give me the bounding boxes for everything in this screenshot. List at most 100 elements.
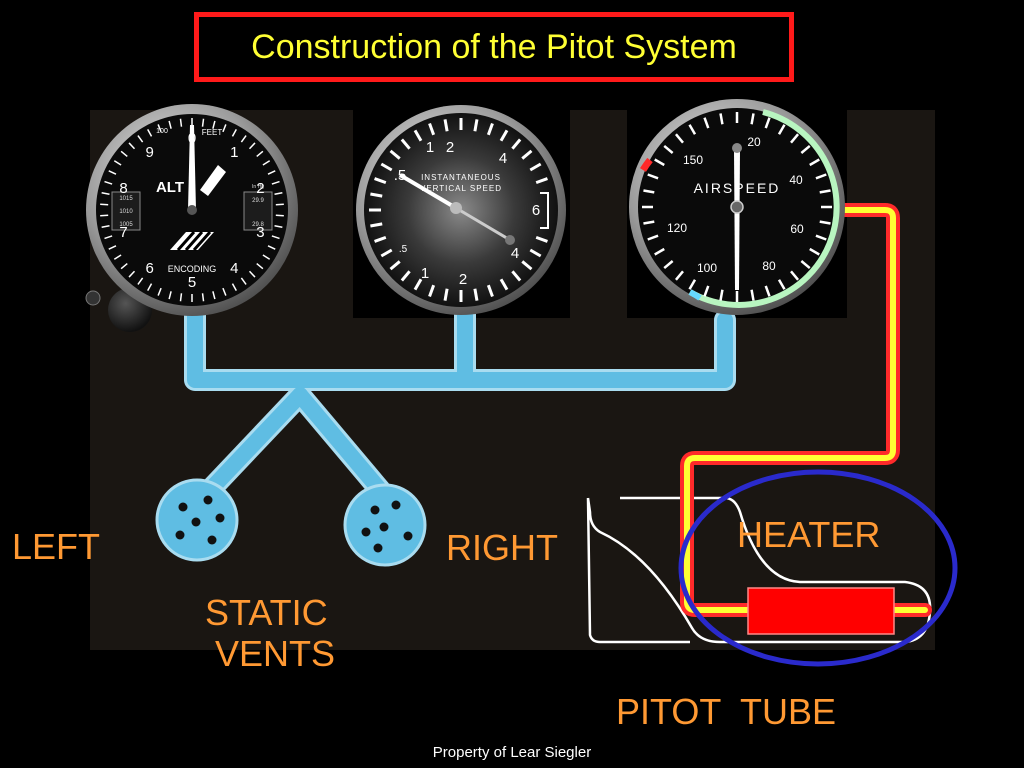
dial-tick xyxy=(201,293,205,302)
kollsman-value: 1010 xyxy=(119,209,133,215)
dial-tick xyxy=(374,235,387,243)
airspeed-number: 60 xyxy=(790,222,804,236)
dial-tick xyxy=(104,180,113,185)
dial-tick xyxy=(147,283,153,291)
vsi-number: 2 xyxy=(459,271,467,288)
dial-tick xyxy=(400,138,411,150)
altimeter-hatch-flag xyxy=(170,231,214,251)
dial-tick xyxy=(262,160,271,166)
dial-tick xyxy=(674,133,684,144)
dial-tick xyxy=(413,129,423,142)
dial-tick xyxy=(100,214,109,217)
pitot-line xyxy=(680,203,932,617)
dial-tick xyxy=(101,192,110,195)
dial-tick xyxy=(168,120,172,129)
footer-credit: Property of Lear Siegler xyxy=(432,744,592,761)
airspeed-number: 40 xyxy=(789,173,803,187)
page-title: Construction of the Pitot System xyxy=(251,27,737,66)
dial-tick xyxy=(809,247,820,256)
pitot-tube-outline xyxy=(586,496,932,644)
dial-tick xyxy=(486,123,494,136)
altimeter-encoding-label: ENCODING xyxy=(168,264,217,274)
airspeed-number: 80 xyxy=(762,259,776,273)
dial-tick xyxy=(248,142,256,150)
dial-tick xyxy=(120,262,128,270)
dial-tick xyxy=(750,289,755,301)
dial-tick xyxy=(240,277,247,285)
label-left: LEFT xyxy=(12,526,101,567)
dial-tick xyxy=(703,285,710,297)
dial-tick xyxy=(719,289,724,301)
dial-tick xyxy=(764,117,771,129)
dial-tick xyxy=(674,270,684,281)
dial-tick xyxy=(137,277,144,285)
dial-tick xyxy=(274,225,283,228)
dial-tick xyxy=(529,162,542,172)
inhg-value: 29.8 xyxy=(252,222,264,228)
vertical-speed-indicator: INSTANTANEOUS VERTICAL SPEED .5 1 2 4 6 … xyxy=(356,105,566,315)
dial-tick xyxy=(147,129,153,137)
dial-tick xyxy=(643,189,655,194)
dial-tick xyxy=(654,247,665,256)
dial-tick xyxy=(267,170,276,175)
dial-tick xyxy=(473,288,479,301)
dial-tick xyxy=(654,158,665,167)
dial-tick xyxy=(809,158,820,167)
dial-tick xyxy=(113,254,122,260)
dial-tick xyxy=(157,124,162,133)
inhg-label: In Hg xyxy=(252,184,264,190)
dial-tick xyxy=(248,270,256,278)
dial-tick xyxy=(521,260,533,271)
dial-tick xyxy=(499,129,509,142)
dial-tick xyxy=(222,287,227,296)
dial-tick xyxy=(128,142,136,150)
dial-tick xyxy=(374,177,387,185)
dial-tick xyxy=(819,189,831,194)
vsi-number: .5 xyxy=(399,244,408,255)
dial-tick xyxy=(521,149,533,160)
dial-tick xyxy=(231,283,237,291)
altimeter-face-label: ALT xyxy=(156,179,184,196)
dial-tick xyxy=(370,222,383,228)
dial-tick xyxy=(443,119,449,132)
dial-tick xyxy=(271,180,280,185)
dial-tick xyxy=(647,173,659,180)
dial-tick xyxy=(663,144,674,154)
dial-tick xyxy=(400,270,411,282)
dial-tick xyxy=(688,279,697,290)
dial-tick xyxy=(267,245,276,250)
dial-tick xyxy=(101,225,110,228)
airspeed-indicator: 20 40 60 80 100 120 150 AIRSPEED xyxy=(629,99,845,315)
dial-tick xyxy=(157,287,162,296)
dial-tick xyxy=(275,214,284,217)
dial-tick xyxy=(370,192,383,198)
altimeter-number: 3 xyxy=(256,224,264,241)
airspeed-needle xyxy=(734,150,740,290)
dial-tick xyxy=(815,173,827,180)
dial-tick xyxy=(271,235,280,240)
title-box: Construction of the Pitot System xyxy=(194,12,794,82)
label-pitot-tube: PITOT TUBE xyxy=(616,691,837,732)
dial-tick xyxy=(764,285,771,297)
altimeter-number: 9 xyxy=(146,144,154,161)
label-static-vents: STATIC VENTS xyxy=(205,592,336,675)
altimeter-number: 7 xyxy=(119,224,127,241)
dial-tick xyxy=(643,220,655,225)
altimeter-long-hand xyxy=(188,125,196,210)
static-vent-right xyxy=(343,483,427,567)
dial-tick xyxy=(719,113,724,125)
dial-tick xyxy=(800,260,811,270)
vsi-number: 6 xyxy=(532,202,540,219)
altimeter-number: 1 xyxy=(230,144,238,161)
dial-tick xyxy=(428,284,436,297)
altimeter-short-hand xyxy=(200,165,226,196)
dial-tick xyxy=(120,150,128,158)
dial-tick xyxy=(128,270,136,278)
dial-tick xyxy=(688,124,697,135)
airspeed-number: 120 xyxy=(667,221,687,235)
dial-tick xyxy=(104,235,113,240)
dial-tick xyxy=(262,254,271,260)
dial-tick xyxy=(790,133,800,144)
dial-tick xyxy=(240,135,247,143)
